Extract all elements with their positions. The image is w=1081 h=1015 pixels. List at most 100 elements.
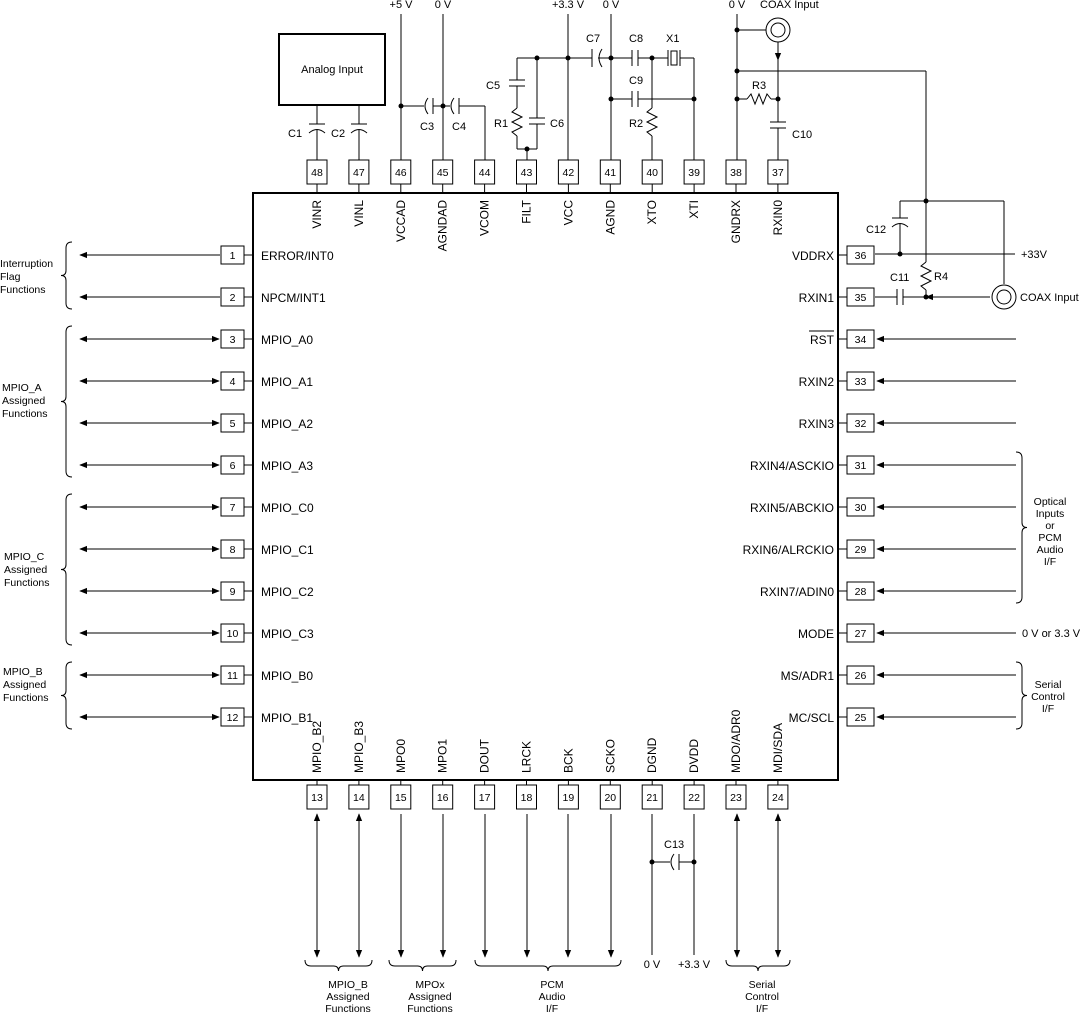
right-input-lines: 0 V or 3.3 V <box>876 335 1081 721</box>
pin-number: 6 <box>230 460 236 472</box>
analog-input-label: Analog Input <box>301 64 363 76</box>
pin-number: 31 <box>855 460 867 472</box>
pin-label: RXIN1 <box>799 291 835 305</box>
svg-text:C12: C12 <box>866 224 886 236</box>
pin-label: AGND <box>603 200 617 235</box>
svg-text:C13: C13 <box>664 839 684 851</box>
pin-label: DGND <box>645 737 659 773</box>
dvdd-level-label: +3.3 V <box>678 959 711 971</box>
pin-label: RXIN7/ADIN0 <box>760 585 834 599</box>
filt-vcc-network: +3.3 V 0 V C5 R1 C6 C7 <box>486 0 620 160</box>
pin-number: 1 <box>230 250 236 262</box>
pin-number: 19 <box>563 792 575 804</box>
pin-number: 7 <box>230 502 236 514</box>
pin-number: 39 <box>688 167 700 179</box>
pin-label: MPO0 <box>394 739 408 773</box>
pin-number: 4 <box>230 376 236 388</box>
brace <box>388 959 457 972</box>
bottom-signal-lines <box>313 813 782 958</box>
pin-label: VINL <box>352 200 366 227</box>
pin-label: MPIO_A3 <box>261 459 313 473</box>
svg-text:C9: C9 <box>629 75 643 87</box>
pin-number: 14 <box>353 792 365 804</box>
coax-input-right-label: COAX Input <box>1020 292 1079 304</box>
pin-label: AGNDAD <box>436 200 450 252</box>
vddrx-supply-label: +33V <box>1021 249 1048 261</box>
svg-text:R3: R3 <box>752 80 766 92</box>
pin-number: 11 <box>227 670 238 682</box>
pin-label: XTO <box>645 200 659 224</box>
pin-number: 21 <box>646 792 658 804</box>
pin-label: MPIO_C3 <box>261 627 314 641</box>
pin-number: 46 <box>395 167 407 179</box>
brace <box>1015 661 1028 730</box>
analog-input-box <box>278 33 386 106</box>
pin-label: MPIO_B0 <box>261 669 313 683</box>
pin-number: 16 <box>437 792 449 804</box>
svg-text:C3: C3 <box>420 121 434 133</box>
pin-number: 38 <box>730 167 742 179</box>
brace <box>725 959 791 972</box>
pin-label: MC/SCL <box>789 711 835 725</box>
pin-number: 26 <box>855 670 867 682</box>
svg-text:C11: C11 <box>890 272 909 284</box>
pin-label: VCCAD <box>394 200 408 242</box>
pin-number: 20 <box>604 792 616 804</box>
pin-number: 5 <box>230 418 236 430</box>
pin-label: VCOM <box>478 200 492 236</box>
svg-text:C2: C2 <box>331 128 345 140</box>
svg-text:X1: X1 <box>666 33 679 45</box>
pin-label: LRCK <box>520 741 534 773</box>
pin-21: 21 DGND <box>641 737 663 810</box>
pin-label: DOUT <box>478 738 492 773</box>
pin-number: 24 <box>772 792 784 804</box>
pin-number: 47 <box>353 167 365 179</box>
pin-number: 29 <box>855 544 867 556</box>
pin-number: 43 <box>521 167 533 179</box>
pin-number: 2 <box>230 292 236 304</box>
pin-label: MS/ADR1 <box>781 669 835 683</box>
pin-number: 13 <box>311 792 323 804</box>
pin-number: 45 <box>437 167 449 179</box>
pin-label: VDDRX <box>792 249 834 263</box>
svg-text:C10: C10 <box>792 129 812 141</box>
pin-4: 4 MPIO_A1 <box>220 371 313 391</box>
rail-0v-agnd: 0 V <box>603 0 620 11</box>
pin-label: GNDRX <box>729 200 743 243</box>
pin-label: MPIO_A1 <box>261 375 313 389</box>
pin-11: 11 MPIO_B0 <box>220 665 313 685</box>
svg-text:C8: C8 <box>629 33 643 45</box>
svg-text:C7: C7 <box>586 33 600 45</box>
svg-text:R2: R2 <box>629 118 643 130</box>
chip-body <box>252 192 839 781</box>
rail-0v-gndrx: 0 V <box>729 0 746 11</box>
rxin1-network: C12 +33V R4 C11 COAX Input <box>866 198 1079 310</box>
pin-number: 10 <box>227 628 239 640</box>
pin-19: 19 BCK <box>557 748 579 810</box>
pin-number: 40 <box>646 167 658 179</box>
pin-10: 10 MPIO_C3 <box>220 623 314 643</box>
pin-24: 24 MDI/SDA <box>767 723 789 810</box>
pin-label: BCK <box>561 748 575 773</box>
pin-label: MDI/SDA <box>771 723 785 773</box>
